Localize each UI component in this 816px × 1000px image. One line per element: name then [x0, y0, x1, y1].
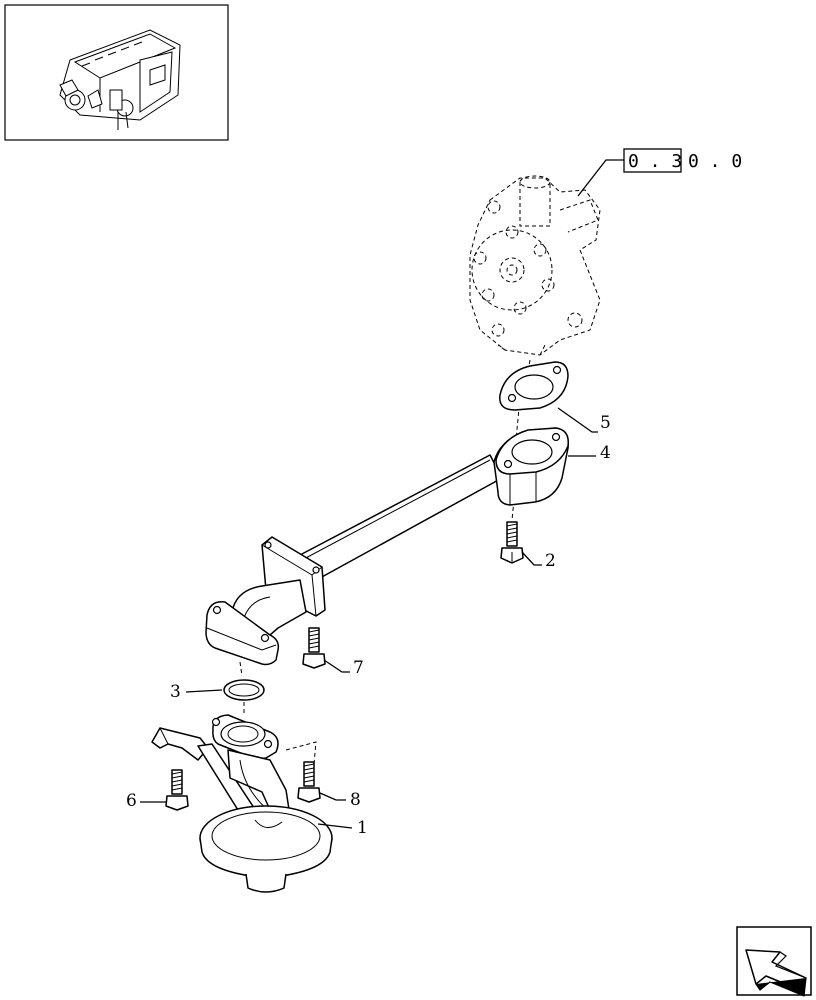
callout-1[interactable]: 1 — [357, 818, 368, 838]
pump-reference-outline — [469, 175, 601, 356]
callout-leaders — [140, 407, 598, 829]
o-ring-part-3[interactable] — [223, 679, 265, 701]
engine-thumbnail[interactable] — [4, 4, 229, 141]
callout-7[interactable]: 7 — [353, 658, 364, 678]
gasket-part-5[interactable] — [499, 361, 569, 411]
strainer-part-1[interactable] — [151, 714, 333, 893]
bolt-part-7[interactable] — [302, 627, 326, 669]
reference-rest-text: 0 . 0 — [688, 151, 742, 172]
callout-3[interactable]: 3 — [170, 682, 181, 702]
suction-pipe-part-4[interactable] — [205, 427, 569, 666]
engine-thumbnail-icon — [59, 29, 181, 130]
callout-6[interactable]: 6 — [126, 791, 137, 811]
bolt-part-6[interactable] — [165, 769, 189, 811]
bolt-part-2[interactable] — [500, 521, 524, 564]
navigation-arrow-button[interactable] — [736, 926, 812, 997]
callout-2[interactable]: 2 — [545, 551, 556, 571]
navigation-arrow-icon — [745, 949, 807, 997]
callout-4[interactable]: 4 — [600, 443, 611, 463]
reference-code[interactable]: 0 . 3 0 . 0 — [577, 148, 742, 197]
reference-boxed-text: 0 . 3 — [628, 151, 682, 172]
callout-8[interactable]: 8 — [350, 790, 361, 810]
callout-5[interactable]: 5 — [600, 413, 611, 433]
bolt-part-8[interactable] — [297, 761, 321, 803]
